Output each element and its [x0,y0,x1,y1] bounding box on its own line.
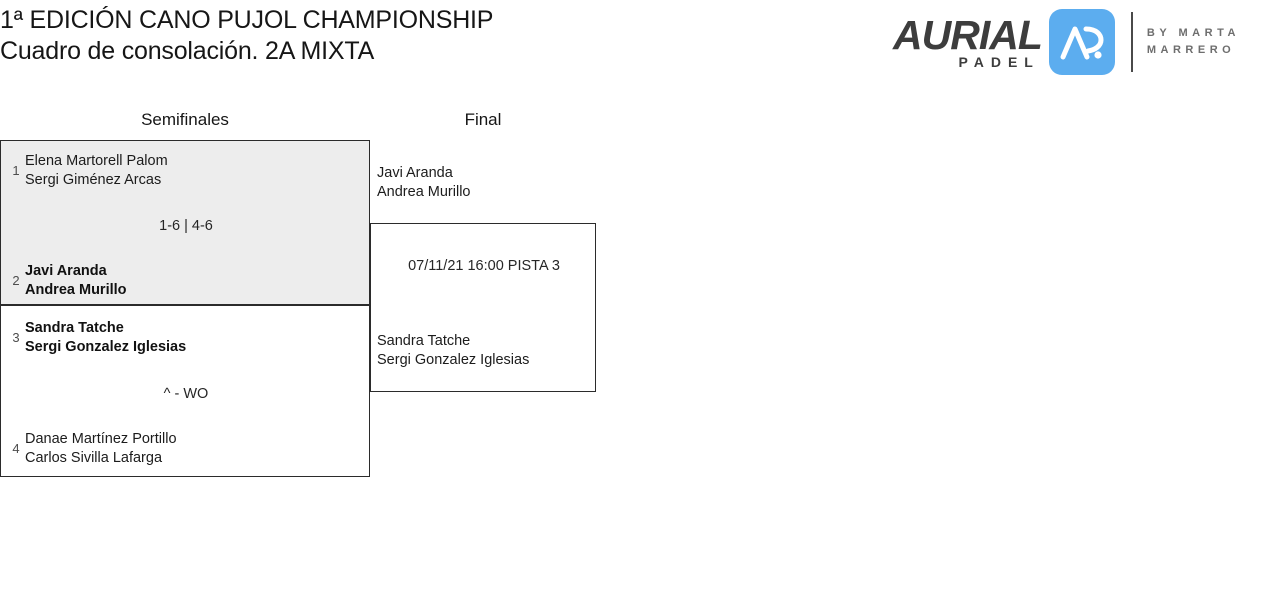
player-name: Javi Aranda [25,263,107,279]
match-semifinal-1[interactable]: 1 Elena Martorell Palom Sergi Giménez Ar… [0,140,370,305]
match-score: ^ - WO [163,386,209,402]
player-name: Sergi Giménez Arcas [25,172,162,188]
match-final[interactable]: Javi Aranda Andrea Murillo 07/11/21 16:0… [370,165,596,392]
player-name: Andrea Murillo [377,184,471,200]
player-name: Sandra Tatche [377,333,471,349]
match-team-slot[interactable]: Javi Aranda Andrea Murillo [377,164,471,202]
team-names: Javi Aranda Andrea Murillo [25,262,127,300]
brand-byline: BY MARTA MARRERO [1147,14,1240,70]
team-names: Javi Aranda Andrea Murillo [377,164,471,202]
match-team-slot[interactable]: Sandra Tatche Sergi Gonzalez Iglesias [377,332,529,370]
team-names: Sandra Tatche Sergi Gonzalez Iglesias [25,319,186,357]
match-schedule: 07/11/21 16:00 PISTA 3 [408,258,560,274]
match-semifinal-2[interactable]: 3 Sandra Tatche Sergi Gonzalez Iglesias … [0,305,370,477]
brand-name: AURIAL [893,11,1043,58]
seed-number: 3 [12,330,20,345]
match-team-slot[interactable]: 4 Danae Martínez Portillo Carlos Sivilla… [7,430,177,468]
brand-subtitle: PADEL [958,53,1040,70]
seed-number: 1 [12,163,20,178]
seed-number: 2 [12,273,20,288]
team-names: Danae Martínez Portillo Carlos Sivilla L… [25,430,177,468]
page-header: 1ª EDICIÓN CANO PUJOL CHAMPIONSHIP Cuadr… [0,0,1280,85]
brand-divider [1130,12,1133,72]
ap-monogram-icon [1048,9,1115,75]
title-line-1: 1ª EDICIÓN CANO PUJOL CHAMPIONSHIP [0,6,494,34]
round-header-semifinals: Semifinales [141,110,229,129]
team-names: Sandra Tatche Sergi Gonzalez Iglesias [377,332,529,370]
page-title: 1ª EDICIÓN CANO PUJOL CHAMPIONSHIP Cuadr… [0,5,493,67]
player-name: Sergi Gonzalez Iglesias [377,352,530,368]
title-line-2: Cuadro de consolación. 2A MIXTA [0,37,375,65]
player-name: Carlos Sivilla Lafarga [25,450,163,466]
brand-wordmark: AURIAL PADEL [893,11,1043,73]
brand-byline-2: MARRERO [1146,44,1236,56]
player-name: Sandra Tatche [25,320,124,336]
match-team-slot[interactable]: 3 Sandra Tatche Sergi Gonzalez Iglesias [7,319,186,357]
seed-number: 4 [12,441,20,456]
player-name: Andrea Murillo [25,282,127,298]
player-name: Danae Martínez Portillo [25,431,177,447]
player-name: Javi Aranda [377,165,453,181]
match-team-slot[interactable]: 2 Javi Aranda Andrea Murillo [7,262,127,300]
match-team-slot[interactable]: 1 Elena Martorell Palom Sergi Giménez Ar… [7,152,168,190]
player-name: Elena Martorell Palom [25,153,168,169]
round-header-final: Final [464,110,502,129]
brand-logo: AURIAL PADEL BY MARTA MARRERO [893,8,1240,76]
match-score: 1-6 | 4-6 [159,218,213,234]
player-name: Sergi Gonzalez Iglesias [25,339,187,355]
team-names: Elena Martorell Palom Sergi Giménez Arca… [25,152,168,190]
brand-byline-1: BY MARTA [1146,27,1240,39]
